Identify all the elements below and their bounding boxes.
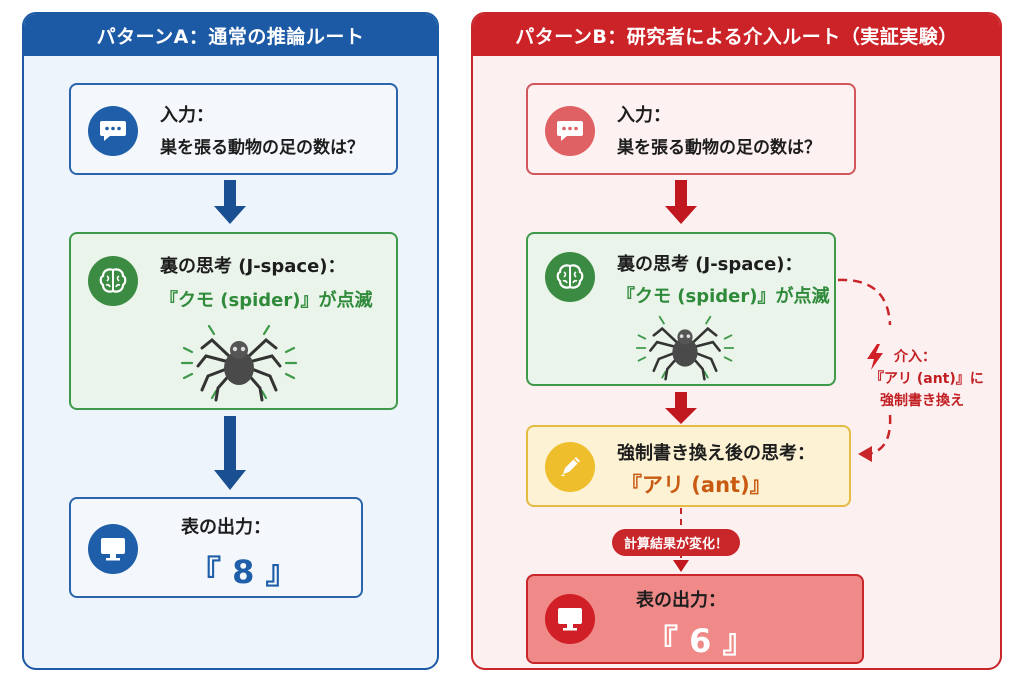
change-badge: 計算結果が変化！: [612, 529, 741, 556]
chat-bubble-icon: [88, 106, 138, 156]
intervention-line1: 介入：: [894, 349, 936, 365]
intervention-line3: 強制書き換え: [880, 393, 964, 409]
intervention-arrow: [837, 278, 892, 462]
spider-icon: [180, 324, 298, 402]
brain-icon: [545, 252, 595, 302]
chat-bubble-icon: [545, 106, 595, 156]
b-rewritten-title: 強制書き換え後の思考：: [617, 443, 815, 464]
intervention-line2: 『アリ (ant)』に: [870, 371, 984, 387]
b-rewritten-value: 『アリ (ant)』: [621, 473, 771, 497]
b-thought-highlight: 『クモ (spider)』が点滅: [617, 286, 830, 307]
pattern-a-header: パターンA：通常の推論ルート: [24, 14, 437, 56]
b-input-title: 入力：: [617, 105, 671, 126]
a-output-value: 『 8 』: [189, 553, 298, 591]
brain-icon: [88, 256, 138, 306]
a-thought-title: 裏の思考 (J-space)：: [160, 256, 346, 277]
monitor-icon: [545, 594, 595, 644]
a-arrow-1: [214, 180, 246, 224]
b-arrow-1: [665, 180, 697, 224]
b-input-box: 入力： 巣を張る動物の足の数は？: [526, 83, 856, 175]
b-rewritten-box: 強制書き換え後の思考： 『アリ (ant)』: [526, 425, 851, 507]
b-thought-title: 裏の思考 (J-space)：: [617, 254, 803, 275]
a-output-box: 表の出力： 『 8 』: [69, 497, 363, 598]
b-output-title: 表の出力：: [636, 590, 726, 611]
b-thought-box: 裏の思考 (J-space)： 『クモ (spider)』が点滅: [526, 232, 836, 386]
spider-icon: [635, 315, 735, 381]
a-arrow-2: [214, 416, 246, 490]
a-output-title: 表の出力：: [181, 517, 271, 538]
monitor-icon: [88, 524, 138, 574]
b-arrow-2: [665, 392, 697, 424]
b-output-value: 『 6 』: [646, 622, 755, 660]
pattern-b-header: パターンB：研究者による介入ルート（実証実験）: [473, 14, 1000, 56]
a-input-text: 巣を張る動物の足の数は？: [160, 138, 364, 158]
lightning-icon: [867, 344, 883, 370]
pencil-icon: [545, 442, 595, 492]
b-output-box: 表の出力： 『 6 』: [526, 574, 864, 664]
a-thought-box: 裏の思考 (J-space)： 『クモ (spider)』が点滅: [69, 232, 398, 410]
a-input-box: 入力： 巣を張る動物の足の数は？: [69, 83, 398, 175]
b-input-text: 巣を張る動物の足の数は？: [617, 138, 821, 158]
a-input-title: 入力：: [160, 105, 214, 126]
a-thought-highlight: 『クモ (spider)』が点滅: [160, 290, 373, 311]
